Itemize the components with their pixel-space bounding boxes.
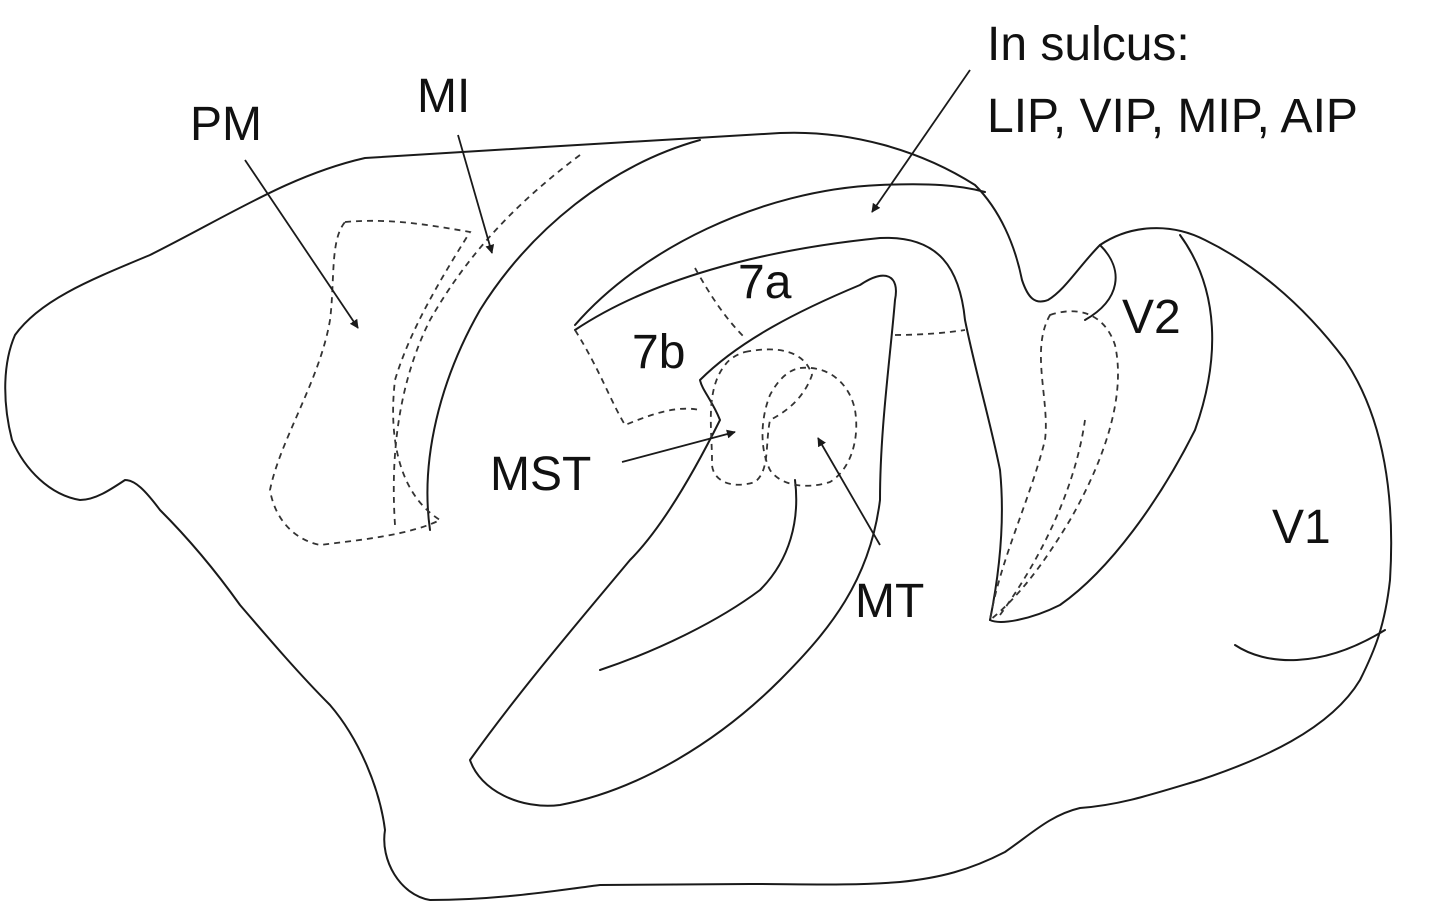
mst-arrow: [621, 429, 736, 463]
mt-arrow: [817, 437, 881, 546]
area-7a-label: 7a: [738, 256, 792, 309]
superior-temporal-sulcus: [599, 479, 798, 671]
v2-region: [988, 310, 1119, 623]
sulcus-arrow: [871, 69, 971, 213]
mi-arrow: [457, 134, 495, 254]
v1-label: V1: [1272, 501, 1331, 554]
lateral-sulcus: [469, 274, 897, 807]
v1-lower-line: [1234, 629, 1386, 662]
mi-label: MI: [417, 70, 470, 123]
mt-region: [761, 366, 858, 487]
intraparietal-sulcus-lower: [574, 236, 1003, 621]
brain-outline: [4, 131, 1393, 901]
mt-label: MT: [855, 575, 924, 628]
area-7a-7b-divider: [694, 267, 746, 339]
sulcus-area-border: [894, 329, 966, 336]
mst-region: [709, 348, 813, 486]
area-7b-label: 7b: [632, 326, 685, 379]
area-7-border: [574, 329, 701, 427]
mi-border: [392, 154, 581, 526]
intraparietal-sulcus-upper: [574, 183, 986, 326]
pm-label: PM: [190, 98, 262, 151]
sulcus-label-line2: LIP, VIP, MIP, AIP: [987, 90, 1358, 143]
pm-arrow: [244, 159, 359, 329]
central-sulcus: [426, 139, 701, 531]
lunate-sulcus: [989, 234, 1214, 623]
v2-inner-line: [1084, 244, 1117, 321]
mst-label: MST: [490, 448, 591, 501]
sulcus-label-line1: In sulcus:: [987, 18, 1190, 71]
pm-region: [269, 219, 472, 546]
v2-label: V2: [1122, 291, 1181, 344]
v2-inner-dash: [999, 419, 1086, 616]
